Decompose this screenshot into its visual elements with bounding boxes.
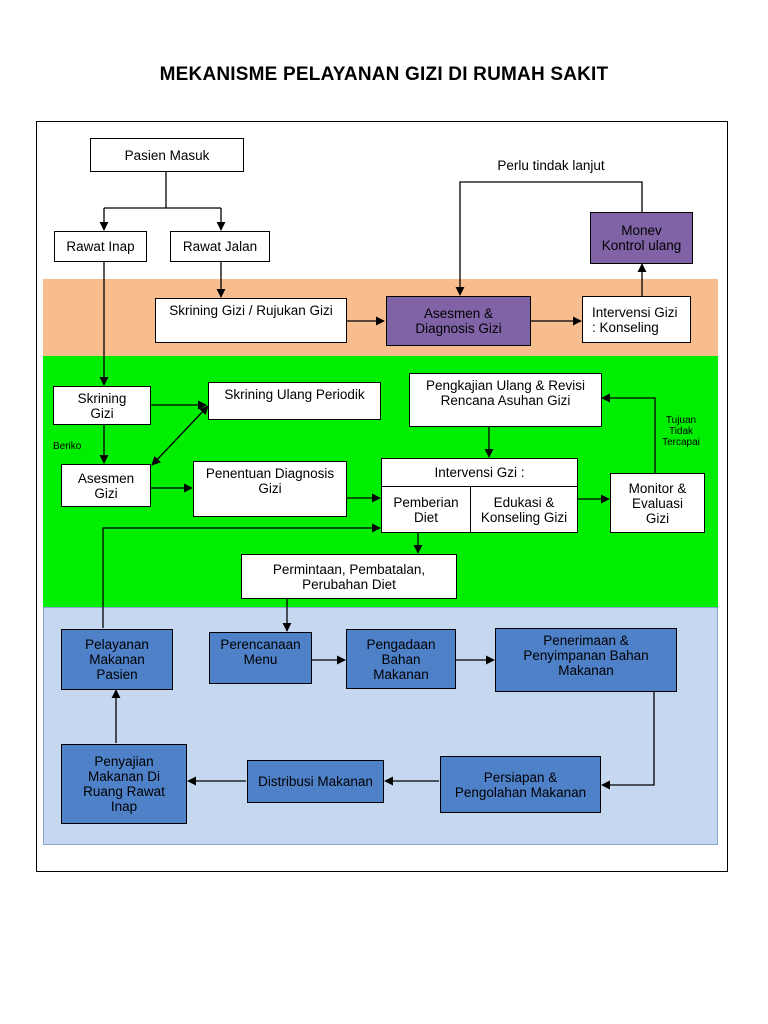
node-persiapan-pengolahan: Persiapan & Pengolahan Makanan — [440, 756, 601, 813]
node-edukasi-konseling: Edukasi & Konseling Gizi — [470, 486, 578, 533]
node-pelayanan-makanan: Pelayanan Makanan Pasien — [61, 629, 173, 690]
label-tujuan-tidak-tercapai: Tujuan Tidak Tercapai — [662, 415, 700, 448]
connector-tujuan-tidak-tercapai — [601, 393, 656, 473]
node-pengadaan-bahan: Pengadaan Bahan Makanan — [346, 629, 456, 689]
node-penerimaan-penyimpanan: Penerimaan & Penyimpanan Bahan Makanan — [495, 628, 677, 692]
node-asesmen-diagnosis: Asesmen & Diagnosis Gizi — [386, 296, 531, 346]
node-skrining-rujukan: Skrining Gizi / Rujukan Gizi — [155, 298, 347, 343]
connector-pelayanan-to-intervensi — [102, 523, 381, 628]
node-perencanaan-menu: Perencanaan Menu — [209, 632, 312, 684]
connector-to-persiapan — [601, 692, 655, 790]
node-pemberian-diet: Pemberian Diet — [381, 486, 471, 533]
node-asesmen-gizi: Asesmen Gizi — [61, 464, 151, 507]
node-distribusi-makanan: Distribusi Makanan — [247, 760, 384, 803]
node-pengkajian-ulang: Pengkajian Ulang & Revisi Rencana Asuhan… — [409, 373, 602, 427]
node-penyajian-makanan: Penyajian Makanan Di Ruang Rawat Inap — [61, 744, 187, 824]
node-monitor-evaluasi: Monitor & Evaluasi Gizi — [610, 473, 705, 533]
node-skrining-ulang: Skrining Ulang Periodik — [208, 382, 381, 420]
node-rawat-jalan: Rawat Jalan — [170, 231, 270, 262]
node-intervensi-gzi: Intervensi Gzi : — [381, 458, 578, 487]
label-perlu-tindak-lanjut: Perlu tindak lanjut — [497, 158, 605, 173]
node-pasien-masuk: Pasien Masuk — [90, 138, 244, 172]
node-permintaan: Permintaan, Pembatalan, Perubahan Diet — [241, 554, 457, 599]
node-skrining-gizi: Skrining Gizi — [53, 386, 151, 425]
connector-diagonal — [151, 405, 209, 466]
node-monev: Monev Kontrol ulang — [590, 212, 693, 264]
page-title: MEKANISME PELAYANAN GIZI DI RUMAH SAKIT — [159, 64, 609, 85]
node-rawat-inap: Rawat Inap — [54, 231, 147, 262]
connector-follow-up — [455, 181, 643, 296]
node-penentuan-diagnosis: Penentuan Diagnosis Gizi — [193, 461, 347, 517]
node-intervensi-konseling: Intervensi Gizi : Konseling — [582, 296, 691, 343]
label-beriko: Beriko — [53, 441, 82, 452]
diagram-frame — [36, 121, 728, 872]
